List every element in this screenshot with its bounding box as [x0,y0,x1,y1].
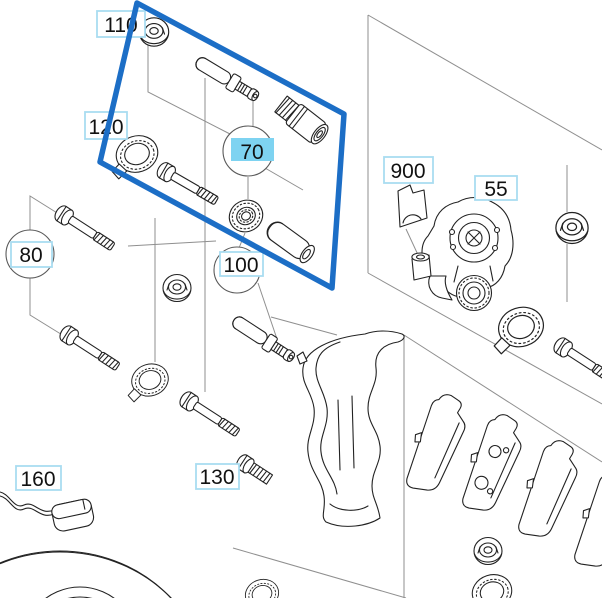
spring-clip-right[interactable] [484,300,550,356]
label-110[interactable]: 110 [96,10,146,38]
label-70[interactable]: 70 [222,125,274,177]
brake-pad-2[interactable] [453,408,531,519]
flanged-nut-right[interactable] [555,211,589,245]
label-80-text: 80 [19,244,42,267]
label-70-highlight [231,138,274,161]
hex-bolt-mid[interactable] [176,388,243,441]
flanged-nut-pads[interactable] [473,536,503,566]
short-bolt-130[interactable] [234,453,274,487]
label-900[interactable]: 900 [383,156,434,184]
brake-pad-3[interactable] [509,434,587,545]
hex-bolt-80b[interactable] [56,322,123,375]
caliper-bracket[interactable] [296,330,405,527]
guide-pin-mid[interactable] [228,312,299,367]
label-55-text: 55 [484,178,507,201]
label-130-text: 130 [199,466,234,489]
brake-caliper[interactable] [411,196,514,312]
label-900-text: 900 [390,160,425,183]
guide-sleeve[interactable] [263,218,317,265]
flanged-nut-mid[interactable] [162,273,192,303]
label-100-text: 100 [223,254,258,277]
label-70-text: 70 [240,141,263,164]
label-55[interactable]: 55 [474,175,518,201]
needle-bearing[interactable] [224,194,269,237]
guide-sleeve-threaded[interactable] [273,94,331,147]
spring-clip-bottom[interactable] [235,574,283,598]
grease-packet-icon[interactable] [397,184,428,228]
wear-sensor[interactable] [0,491,95,533]
label-80[interactable]: 80 [5,229,55,279]
label-160-text: 160 [20,468,55,491]
panel-guide-lines [232,14,602,598]
hex-bolt-kit[interactable] [154,159,222,209]
label-130[interactable]: 130 [195,463,240,490]
label-160[interactable]: 160 [15,465,62,491]
brake-pad-1[interactable] [397,388,475,499]
spring-clip-mid[interactable] [120,358,173,404]
brake-disc[interactable] [0,550,210,598]
hex-bolt-right[interactable] [550,334,602,387]
spring-clip-pads[interactable] [459,569,517,598]
hex-bolt-80a[interactable] [51,202,118,255]
label-100[interactable]: 100 [213,246,264,294]
selection-highlight-box [97,0,347,291]
